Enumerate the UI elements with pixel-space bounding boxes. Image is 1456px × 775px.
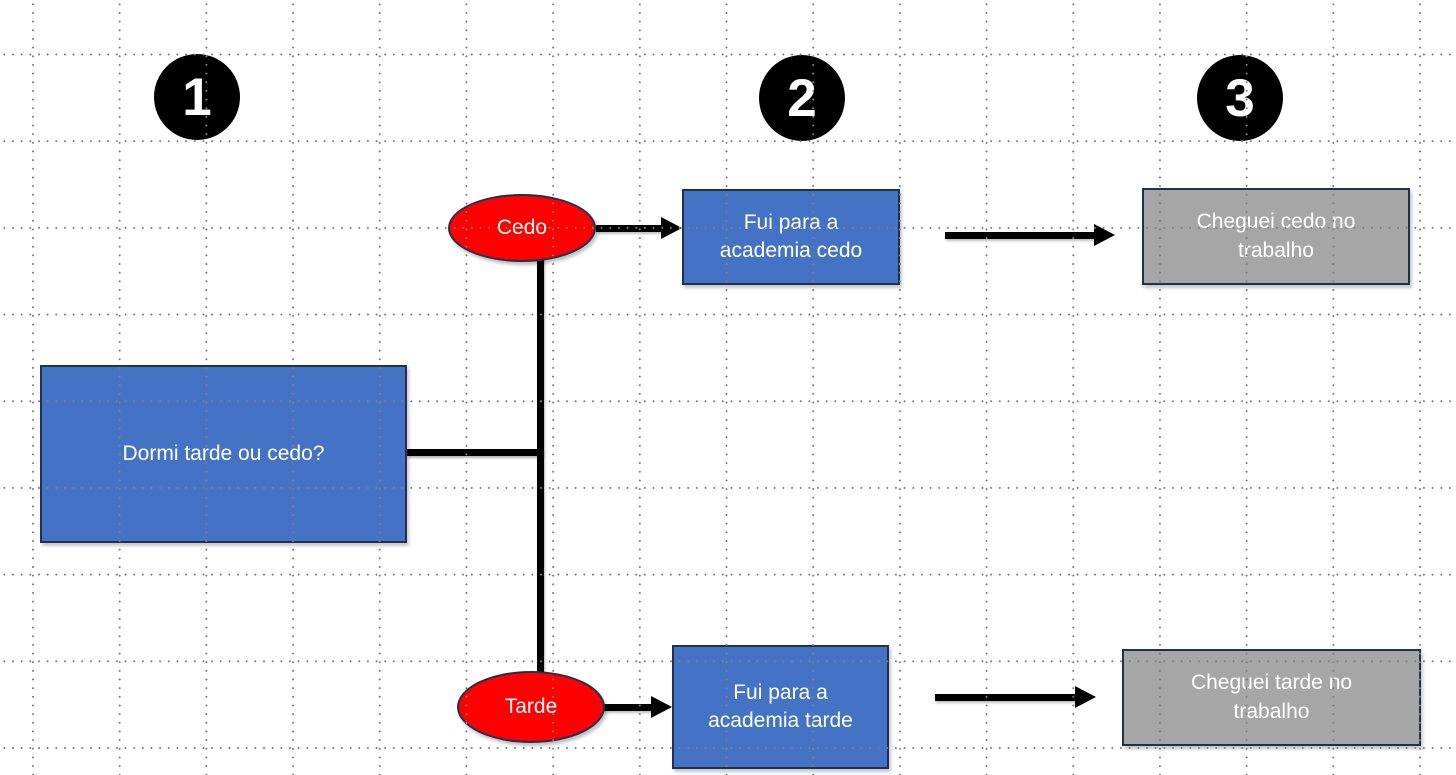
outcome-node-tarde: Cheguei tarde no trabalho	[1122, 649, 1421, 746]
arrow-action-to-outcome-cedo	[945, 224, 1115, 246]
outcome-label: Cheguei cedo no trabalho	[1196, 210, 1356, 262]
decision-node: Dormi tarde ou cedo?	[40, 365, 407, 543]
action-label: Fui para a academia cedo	[719, 210, 863, 262]
action-label: Fui para a academia tarde	[708, 680, 853, 732]
arrow-action-to-outcome-tarde	[935, 686, 1096, 708]
arrow-head	[651, 696, 672, 718]
arrow-shaft	[596, 224, 664, 232]
step-number: 2	[787, 68, 817, 128]
arrow-shaft	[945, 231, 1097, 239]
decision-label: Dormi tarde ou cedo?	[122, 441, 325, 465]
step-number: 1	[182, 67, 212, 127]
outcome-node-cedo: Cheguei cedo no trabalho	[1142, 188, 1410, 285]
connector-branch-vertical-line	[537, 250, 544, 680]
step-badge-3: 3	[1197, 55, 1283, 141]
step-number: 3	[1225, 68, 1255, 128]
arrow-head	[661, 217, 682, 239]
action-node-tarde: Fui para a academia tarde	[672, 645, 889, 769]
arrow-tarde-to-action	[603, 696, 672, 718]
arrow-cedo-to-action	[596, 217, 682, 239]
connector-decision-to-branch-line	[407, 449, 543, 456]
condition-ellipse-cedo: Cedo	[448, 194, 596, 262]
condition-ellipse-tarde: Tarde	[457, 671, 605, 743]
arrow-shaft	[603, 703, 654, 711]
step-badge-1: 1	[154, 54, 240, 140]
arrow-shaft	[935, 693, 1078, 701]
outcome-label: Cheguei tarde no trabalho	[1190, 671, 1353, 723]
condition-label: Cedo	[496, 216, 548, 239]
step-badge-2: 2	[759, 55, 845, 141]
arrow-head	[1094, 224, 1115, 246]
condition-label: Tarde	[504, 695, 558, 718]
action-node-cedo: Fui para a academia cedo	[682, 189, 900, 285]
arrow-head	[1075, 686, 1096, 708]
